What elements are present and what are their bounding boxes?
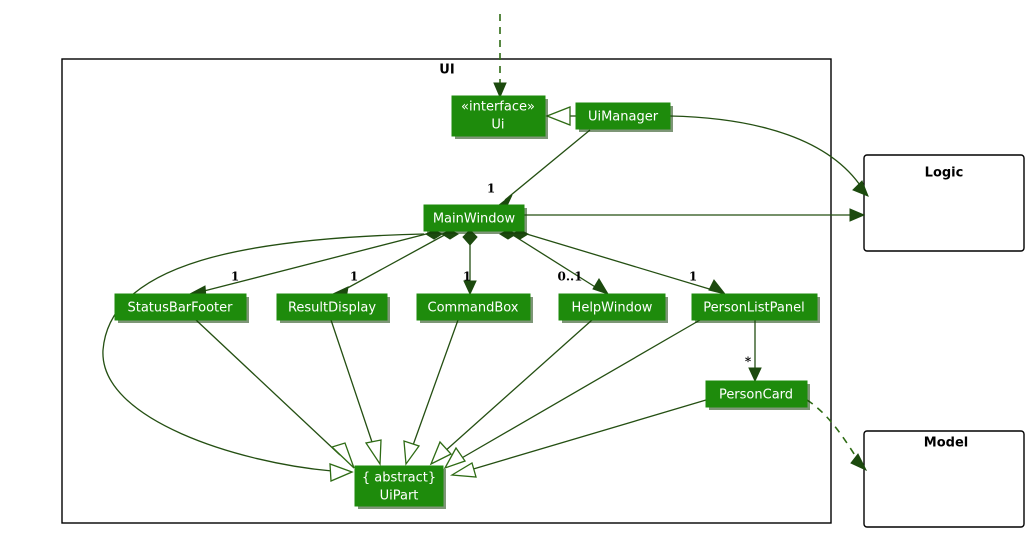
class-commandbox-name: CommandBox xyxy=(428,301,519,316)
class-uipart-box[interactable] xyxy=(354,465,444,507)
class-helpwindow[interactable]: HelpWindow xyxy=(558,293,668,323)
arrowhead-personcard-model xyxy=(850,453,868,472)
arrowhead-mw-help xyxy=(592,278,610,295)
arrowhead-external-ui xyxy=(493,82,507,99)
multiplicity-statusbarfooter: 1 xyxy=(231,270,239,284)
arrowhead-realization-ui xyxy=(545,106,571,126)
edge-personcard-uipart xyxy=(449,399,707,478)
edge-external-to-ui xyxy=(493,14,507,99)
arrowhead-inherit-personlist xyxy=(443,446,467,470)
class-personlistpanel-box[interactable] xyxy=(691,293,818,321)
package-ui-border xyxy=(61,58,832,524)
class-personcard[interactable]: PersonCard xyxy=(705,380,810,410)
class-ui-interface-name: Ui xyxy=(491,118,504,133)
class-personcard-box[interactable] xyxy=(705,380,808,408)
class-helpwindow-box[interactable] xyxy=(558,293,666,321)
package-ui: UI xyxy=(61,58,832,524)
edge-personcard-model xyxy=(806,399,868,472)
arrowhead-mw-command xyxy=(463,280,477,296)
class-uimanager[interactable]: UiManager xyxy=(575,102,673,132)
multiplicity-resultdisplay: 1 xyxy=(350,270,358,284)
arrowhead-inherit-statusbar xyxy=(330,442,355,469)
package-logic: Logic xyxy=(863,154,1025,252)
class-personcard-name: PersonCard xyxy=(719,388,793,403)
edge-personlistpanel-personcard xyxy=(748,320,762,383)
arrowhead-mainwindow-logic xyxy=(849,208,866,222)
class-statusbarfooter-name: StatusBarFooter xyxy=(127,301,233,316)
class-personlistpanel[interactable]: PersonListPanel xyxy=(691,293,820,323)
class-uipart-name: UiPart xyxy=(380,489,419,504)
arrowhead-uimanager-logic xyxy=(852,180,869,197)
class-uipart-stereotype: { abstract} xyxy=(362,471,436,486)
edge-helpwindow-uipart xyxy=(429,319,593,466)
class-ui-interface[interactable]: «interface» Ui xyxy=(451,95,548,139)
class-mainwindow[interactable]: MainWindow xyxy=(423,204,527,234)
edge-uimanager-realizes-ui xyxy=(545,106,576,126)
arrowhead-inherit-personcard xyxy=(449,462,477,478)
multiplicity-mainwindow: 1 xyxy=(487,182,495,196)
arrowhead-personlist-personcard xyxy=(748,367,762,383)
class-mainwindow-box[interactable] xyxy=(423,204,525,232)
edge-resultdisplay-uipart xyxy=(330,319,382,467)
class-resultdisplay-name: ResultDisplay xyxy=(288,301,376,316)
class-uimanager-name: UiManager xyxy=(588,110,659,125)
class-resultdisplay[interactable]: ResultDisplay xyxy=(276,293,390,323)
multiplicity-commandbox: 1 xyxy=(463,270,471,284)
class-resultdisplay-box[interactable] xyxy=(276,293,388,321)
class-uimanager-box[interactable] xyxy=(575,102,671,130)
arrowhead-inherit-result xyxy=(364,439,382,467)
edge-mainwindow-logic xyxy=(524,208,866,222)
multiplicity-personlistpanel: 1 xyxy=(689,270,697,284)
edge-statusbarfooter-uipart xyxy=(195,319,355,469)
edge-commandbox-uipart xyxy=(403,319,459,466)
multiplicity-helpwindow: 0..1 xyxy=(557,270,582,284)
class-personlistpanel-name: PersonListPanel xyxy=(703,301,804,316)
edge-personlistpanel-uipart xyxy=(443,319,701,470)
arrowhead-inherit-help xyxy=(429,440,453,466)
edge-mainwindow-uipart xyxy=(102,233,425,482)
class-ui-interface-box[interactable] xyxy=(451,95,546,137)
package-logic-border xyxy=(863,154,1025,252)
package-logic-label: Logic xyxy=(925,166,964,181)
class-mainwindow-name: MainWindow xyxy=(433,212,516,227)
arrowhead-mw-personlist xyxy=(708,279,727,295)
class-ui-interface-stereotype: «interface» xyxy=(461,100,535,115)
package-model-border xyxy=(863,430,1025,528)
package-model: Model xyxy=(863,430,1025,528)
class-statusbarfooter[interactable]: StatusBarFooter xyxy=(114,293,249,323)
package-model-label: Model xyxy=(924,436,968,451)
package-ui-label: UI xyxy=(439,63,454,78)
class-commandbox-box[interactable] xyxy=(416,293,531,321)
class-helpwindow-name: HelpWindow xyxy=(572,301,653,316)
class-uipart[interactable]: { abstract} UiPart xyxy=(354,465,446,509)
class-statusbarfooter-box[interactable] xyxy=(114,293,247,321)
class-commandbox[interactable]: CommandBox xyxy=(416,293,533,323)
multiplicity-personcard: * xyxy=(745,355,752,369)
arrowhead-inherit-mainwindow xyxy=(329,463,354,482)
edge-uimanager-logic xyxy=(669,115,869,197)
arrowhead-inherit-command xyxy=(403,440,421,466)
